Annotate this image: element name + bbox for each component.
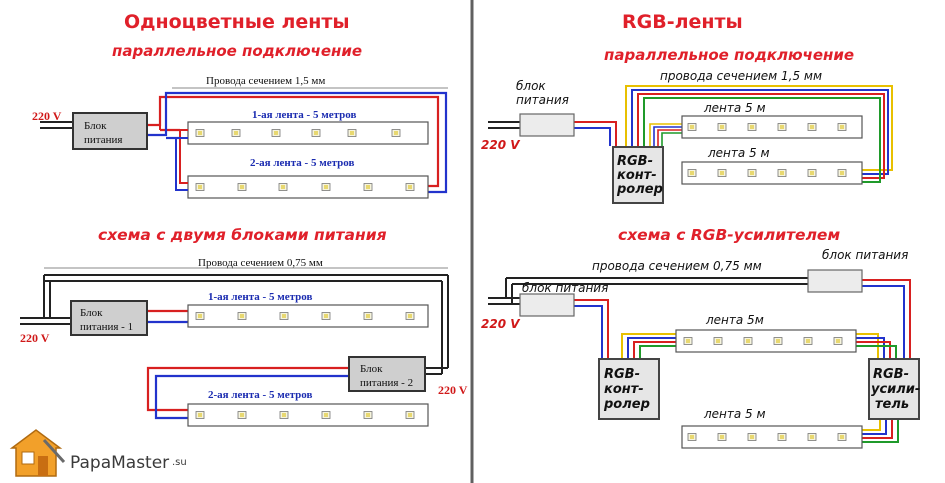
right-strip-2-label: лента 5 м bbox=[708, 146, 770, 160]
left-voltage-b1: 220 V bbox=[20, 331, 50, 345]
left-wire-section-1: Провода сечением 1,5 мм bbox=[206, 75, 326, 87]
left-psu2-label-2: питания - 2 bbox=[360, 377, 414, 389]
logo-suffix: .su bbox=[172, 457, 187, 468]
right-controller-1-l3: ролер bbox=[617, 182, 663, 197]
right-psu-top-right bbox=[807, 269, 863, 293]
left-psu-label-2: питания bbox=[84, 134, 123, 146]
right-strip-1-label: лента 5 м bbox=[704, 101, 766, 115]
right-voltage: 220 V bbox=[481, 138, 520, 152]
right-psu-top-right-label: блок питания bbox=[822, 248, 909, 262]
left-psu1-box: Блок питания - 1 bbox=[70, 300, 148, 336]
right-amplifier-l1: RGB- bbox=[873, 367, 909, 382]
left-psu2-box: Блок питания - 2 bbox=[348, 356, 426, 392]
left-psu-label-1: Блок bbox=[84, 120, 107, 132]
left-parallel-heading: параллельное подключение bbox=[112, 42, 363, 60]
right-parallel-heading: параллельное подключение bbox=[604, 46, 855, 64]
left-strip-3-label: 1-ая лента - 5 метров bbox=[208, 291, 313, 303]
right-amplifier: RGB- усили- тель bbox=[868, 358, 920, 420]
left-psu-box: Блок питания bbox=[72, 112, 148, 150]
right-psu-left-label: блок питания bbox=[522, 281, 609, 295]
right-controller-1-l1: RGB- bbox=[617, 154, 653, 169]
right-controller-2-l3: ролер bbox=[604, 397, 650, 412]
left-top-wiring bbox=[40, 87, 448, 194]
left-strip-3 bbox=[187, 304, 429, 328]
left-strip-2 bbox=[187, 175, 429, 199]
left-strip-1-label: 1-ая лента - 5 метров bbox=[252, 109, 357, 121]
left-two-psu-heading: схема с двумя блоками питания bbox=[98, 226, 387, 244]
right-top-wiring bbox=[488, 85, 893, 183]
right-strip-4 bbox=[681, 425, 863, 449]
house-icon bbox=[9, 429, 66, 477]
right-strip-3 bbox=[675, 329, 857, 353]
left-title: Одноцветные ленты bbox=[124, 11, 350, 33]
left-psu1-label-1: Блок bbox=[80, 307, 103, 319]
right-title: RGB-ленты bbox=[622, 11, 743, 33]
right-psu-top bbox=[519, 113, 575, 137]
right-controller-2: RGB- конт- ролер bbox=[598, 358, 660, 420]
right-psu-label-1: блок bbox=[516, 79, 546, 93]
right-controller-2-l2: конт- bbox=[604, 382, 644, 397]
right-amp-heading: схема с RGB-усилителем bbox=[618, 226, 841, 244]
left-psu2-label-1: Блок bbox=[360, 363, 383, 375]
left-strip-1 bbox=[187, 121, 429, 145]
left-strip-2-label: 2-ая лента - 5 метров bbox=[250, 157, 355, 169]
right-controller-2-l1: RGB- bbox=[604, 367, 640, 382]
left-wire-section-2: Провода сечением 0,75 мм bbox=[198, 257, 323, 269]
right-strip-4-label: лента 5 м bbox=[704, 407, 766, 421]
left-strip-4-label: 2-ая лента - 5 метров bbox=[208, 389, 313, 401]
right-controller-1-l2: конт- bbox=[617, 168, 657, 183]
left-strip-4 bbox=[187, 403, 429, 427]
right-wire-section-1: провода сечением 1,5 мм bbox=[660, 69, 823, 83]
right-psu-label-2: питания bbox=[516, 93, 569, 107]
right-controller-1: RGB- конт- ролер bbox=[612, 146, 664, 204]
right-psu-left bbox=[519, 293, 575, 317]
right-amplifier-l3: тель bbox=[875, 397, 910, 412]
left-bottom-wiring bbox=[20, 267, 449, 420]
logo-text: PapaMaster bbox=[70, 453, 170, 473]
right-strip-2 bbox=[681, 161, 863, 185]
right-amplifier-l2: усили- bbox=[871, 382, 921, 397]
left-voltage-b2: 220 V bbox=[438, 383, 468, 397]
right-strip-1 bbox=[681, 115, 863, 139]
right-voltage-b: 220 V bbox=[481, 317, 520, 331]
right-wire-section-2: провода сечением 0,75 мм bbox=[592, 259, 762, 273]
left-voltage: 220 V bbox=[32, 109, 62, 123]
left-psu1-label-2: питания - 1 bbox=[80, 321, 134, 333]
right-strip-3-label: лента 5м bbox=[706, 313, 764, 327]
